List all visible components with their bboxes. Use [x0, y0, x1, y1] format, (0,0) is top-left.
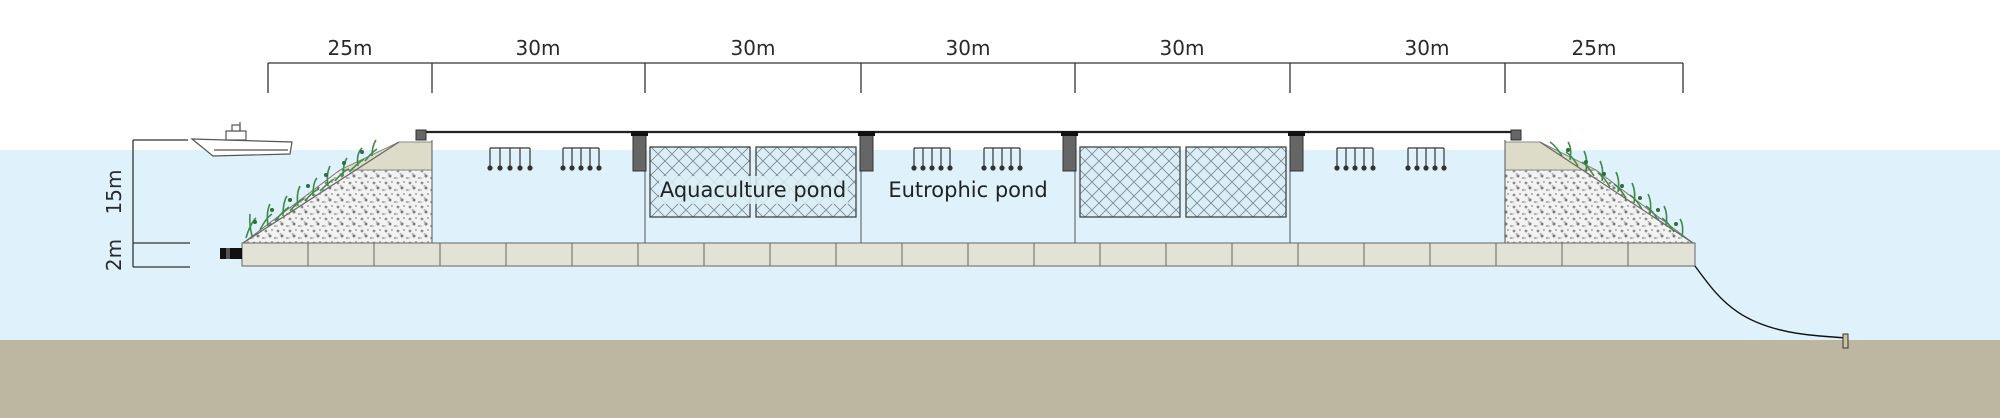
- seabed: [0, 340, 2000, 418]
- depth-label-15m: 15m: [102, 170, 126, 215]
- span-label: 30m: [1160, 36, 1205, 60]
- span-labels: 25m 30m 30m 30m 30m 30m 25m: [328, 36, 1617, 60]
- anchor-icon: [1842, 333, 1849, 349]
- mooring-cable: [1694, 265, 1847, 339]
- span-label: 25m: [328, 36, 373, 60]
- hanging-lines: [487, 147, 1447, 171]
- outlet-pipe: [220, 248, 242, 259]
- boat-icon: [190, 122, 293, 157]
- span-label: 30m: [731, 36, 776, 60]
- depth-dimension: [132, 139, 190, 268]
- vegetation-left: [245, 139, 378, 239]
- right-embankment: [1504, 141, 1695, 244]
- span-label: 30m: [946, 36, 991, 60]
- depth-label-2m: 2m: [102, 239, 126, 271]
- span-label: 25m: [1572, 36, 1617, 60]
- floats: [415, 129, 1522, 172]
- span-label: 30m: [516, 36, 561, 60]
- eutrophic-pond-label: Eutrophic pond: [888, 178, 1047, 202]
- left-embankment: [241, 139, 433, 244]
- top-dimension-line: [267, 62, 1684, 93]
- aquaculture-pond-label: Aquaculture pond: [660, 178, 846, 202]
- span-label: 30m: [1405, 36, 1450, 60]
- vegetation-right: [1549, 141, 1684, 238]
- base-blocks: [241, 242, 1696, 267]
